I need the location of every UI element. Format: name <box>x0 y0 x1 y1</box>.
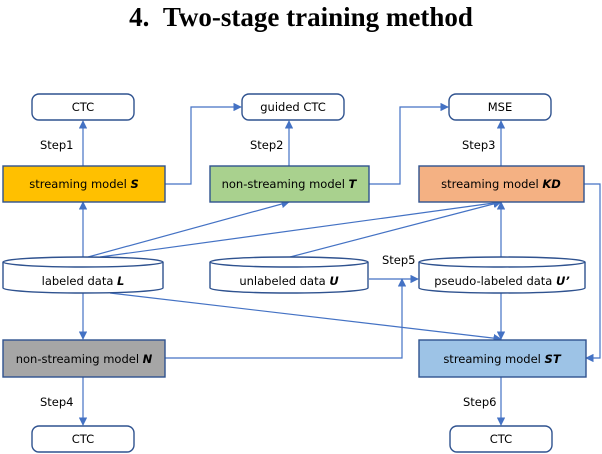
step4-label: Step4 <box>40 395 74 409</box>
node-symbol: ST <box>545 352 562 366</box>
model-box-n: non-streaming model N <box>2 339 166 378</box>
edges <box>78 102 601 426</box>
loss-box-ctc-step4: CTC <box>31 425 135 453</box>
svg-text:streaming model S: streaming model S <box>29 177 139 191</box>
node-label: streaming model <box>29 177 130 191</box>
loss-box-ctc-step6: CTC <box>449 425 553 453</box>
svg-text:labeled data L: labeled data L <box>42 274 125 288</box>
svg-text:non-streaming model T: non-streaming model T <box>222 177 358 191</box>
edge-s-to-guided-ctc <box>165 102 242 185</box>
node-symbol: N <box>143 352 153 366</box>
model-box-st: streaming model ST <box>418 339 587 378</box>
model-box-kd: streaming model KD <box>418 165 585 203</box>
data-cylinder-labeled: labeled data L <box>2 256 164 294</box>
loss-box-ctc-top: CTC <box>31 93 135 121</box>
node-label: CTC <box>72 432 94 446</box>
data-cylinder-unlabeled: unlabeled data U <box>209 256 369 294</box>
loss-box-mse: MSE <box>448 93 552 121</box>
svg-text:streaming model KD: streaming model KD <box>441 177 561 191</box>
step5-label: Step5 <box>382 253 416 267</box>
node-symbol: S <box>130 177 138 191</box>
edge-u-to-kd <box>289 199 502 258</box>
edge-n-to-u2 <box>165 278 407 359</box>
edge-kd-to-st <box>584 183 601 363</box>
page-title: 4. Two-stage training method <box>129 2 473 32</box>
node-label: labeled data <box>42 274 117 288</box>
step6-label: Step6 <box>463 395 497 409</box>
node-label: streaming model <box>441 177 542 191</box>
step2-label: Step2 <box>250 138 284 152</box>
data-cylinder-pseudo-labeled: pseudo-labeled data U’ <box>418 256 586 294</box>
node-label: CTC <box>72 100 94 114</box>
step1-label: Step1 <box>40 138 74 152</box>
node-label: CTC <box>490 432 512 446</box>
loss-box-guided-ctc: guided CTC <box>241 93 345 121</box>
node-label: guided CTC <box>260 100 326 114</box>
svg-text:pseudo-labeled data U’: pseudo-labeled data U’ <box>434 274 570 288</box>
node-symbol: L <box>117 274 124 288</box>
node-label: unlabeled data <box>239 274 329 288</box>
node-symbol: U’ <box>556 274 570 288</box>
edge-l-to-t <box>87 199 290 258</box>
node-symbol: T <box>349 177 358 191</box>
svg-text:non-streaming model N: non-streaming model N <box>16 352 153 366</box>
node-symbol: U <box>329 274 339 288</box>
svg-text:unlabeled data U: unlabeled data U <box>239 274 339 288</box>
node-label: MSE <box>488 100 513 114</box>
node-label: streaming model <box>443 352 544 366</box>
model-box-t: non-streaming model T <box>209 165 370 203</box>
edge-l-to-st <box>109 292 502 343</box>
edge-l-to-kd <box>99 198 502 258</box>
node-symbol: KD <box>542 177 561 191</box>
edge-t-to-mse <box>369 102 449 185</box>
model-box-s: streaming model S <box>2 165 166 203</box>
node-label: pseudo-labeled data <box>434 274 556 288</box>
svg-text:streaming model ST: streaming model ST <box>443 352 562 366</box>
node-label: non-streaming model <box>16 352 143 366</box>
step3-label: Step3 <box>462 138 496 152</box>
node-label: non-streaming model <box>222 177 349 191</box>
